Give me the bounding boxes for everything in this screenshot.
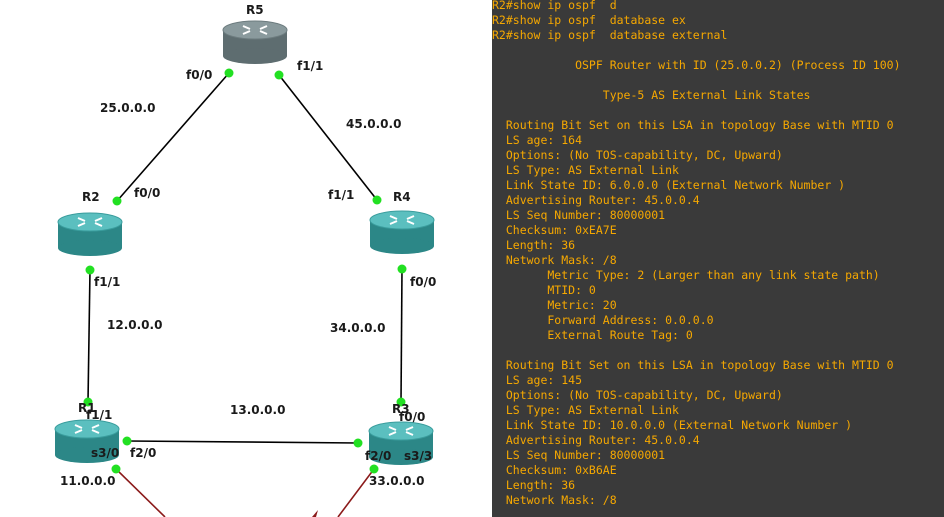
interface-status-dot [111, 464, 121, 474]
terminal-line: LS age: 164 [492, 133, 583, 147]
link-r3-serial[interactable] [337, 468, 375, 517]
interface-label-r2-f11: f1/1 [94, 275, 121, 289]
router-r4[interactable] [369, 210, 435, 254]
terminal-line: LS Seq Number: 80000001 [492, 208, 666, 222]
router-r2[interactable] [57, 212, 123, 256]
router-label-r3: R3 [392, 402, 410, 416]
interface-status-dot [372, 195, 382, 205]
interface-status-dot [369, 464, 379, 474]
console-terminal[interactable]: R2#show ip ospf d R2#show ip ospf databa… [492, 0, 944, 517]
network-label-12: 12.0.0.0 [107, 318, 163, 332]
router-label-r1: R1 [78, 401, 96, 415]
terminal-line: Advertising Router: 45.0.0.4 [492, 193, 700, 207]
router-r5[interactable] [222, 20, 288, 64]
terminal-line: External Route Tag: 0 [492, 328, 693, 342]
interface-label-r1-f11: f1/1 [86, 408, 113, 422]
router-arrows-icon [74, 424, 100, 434]
terminal-line: Network Mask: /8 [492, 493, 617, 507]
terminal-line: R2#show ip ospf d [492, 0, 617, 12]
terminal-line: Checksum: 0xEA7E [492, 223, 617, 237]
interface-label-r3-f00: f0/0 [399, 410, 426, 424]
terminal-line: LS age: 145 [492, 373, 583, 387]
link-r5-r2[interactable] [116, 72, 230, 202]
interface-status-dot [274, 70, 284, 80]
terminal-line: R2#show ip ospf database external [492, 28, 728, 42]
router-r3[interactable] [368, 421, 434, 465]
terminal-line: OSPF Router with ID (25.0.0.2) (Process … [492, 58, 901, 72]
interface-label-r3-f20: f2/0 [365, 449, 392, 463]
interface-label-r4-f11: f1/1 [328, 188, 355, 202]
terminal-line: MTID: 0 [492, 283, 596, 297]
terminal-line: Metric: 20 [492, 298, 617, 312]
interface-label-r4-f00: f0/0 [410, 275, 437, 289]
interface-status-dot [85, 265, 95, 275]
interface-label-r3-s33: s3/3 [404, 449, 433, 463]
terminal-line: Options: (No TOS-capability, DC, Upward) [492, 148, 783, 162]
terminal-line: LS Type: AS External Link [492, 403, 679, 417]
terminal-line: Network Mask: /8 [492, 253, 617, 267]
terminal-line: Link State ID: 10.0.0.0 (External Networ… [492, 418, 853, 432]
terminal-line: Metric Type: 2 (Larger than any link sta… [492, 268, 880, 282]
interface-status-dot [397, 264, 407, 274]
terminal-line: Checksum: 0xB6AE [492, 463, 617, 477]
terminal-line: Length: 36 [492, 478, 576, 492]
terminal-line: Link State ID: 6.0.0.0 (External Network… [492, 178, 846, 192]
terminal-line: Routing Bit Set on this LSA in topology … [492, 358, 894, 372]
interface-status-dot [83, 397, 93, 407]
network-label-25: 25.0.0.0 [100, 101, 156, 115]
terminal-line: Length: 36 [492, 238, 576, 252]
link-serial-arrow [312, 510, 318, 517]
link-r1-serial[interactable] [115, 468, 166, 517]
link-r1-r3[interactable] [126, 440, 359, 444]
link-r5-r4[interactable] [278, 74, 378, 201]
network-label-45: 45.0.0.0 [346, 117, 402, 131]
network-label-34: 34.0.0.0 [330, 321, 386, 335]
interface-label-r2-f00: f0/0 [134, 186, 161, 200]
terminal-line: LS Type: AS External Link [492, 163, 679, 177]
terminal-line: Type-5 AS External Link States [492, 88, 811, 102]
interface-label-r1-s30: s3/0 [91, 446, 120, 460]
router-arrows-icon [77, 217, 103, 227]
interface-status-dot [112, 196, 122, 206]
router-arrows-icon [242, 25, 268, 35]
router-arrows-icon [388, 426, 414, 436]
router-label-r5: R5 [246, 3, 264, 17]
network-label-13: 13.0.0.0 [230, 403, 286, 417]
interface-label-r5-f00: f0/0 [186, 68, 213, 82]
interface-status-dot [122, 436, 132, 446]
terminal-line: Forward Address: 0.0.0.0 [492, 313, 714, 327]
network-label-33: 33.0.0.0 [369, 474, 425, 488]
terminal-line: R2#show ip ospf database ex [492, 13, 686, 27]
topology-links [54, 20, 435, 517]
link-r4-r3[interactable] [400, 268, 403, 403]
link-r2-r1[interactable] [87, 269, 91, 403]
interface-label-r1-f20: f2/0 [130, 446, 157, 460]
interface-label-r5-f11: f1/1 [297, 59, 324, 73]
terminal-line: LS Seq Number: 80000001 [492, 448, 666, 462]
router-arrows-icon [389, 215, 415, 225]
interface-status-dot [224, 68, 234, 78]
router-r1[interactable] [54, 419, 120, 463]
router-label-r4: R4 [393, 190, 411, 204]
interface-status-dot [396, 397, 406, 407]
terminal-line: Options: (No TOS-capability, DC, Upward) [492, 388, 783, 402]
interface-status-dot [353, 438, 363, 448]
terminal-line: Routing Bit Set on this LSA in topology … [492, 118, 894, 132]
network-label-11: 11.0.0.0 [60, 474, 116, 488]
terminal-line: Advertising Router: 45.0.0.4 [492, 433, 700, 447]
topology-canvas[interactable]: R5 R2 R4 R1 R3 25.0.0.0 45.0.0.0 12.0.0.… [0, 0, 492, 517]
router-label-r2: R2 [82, 190, 100, 204]
